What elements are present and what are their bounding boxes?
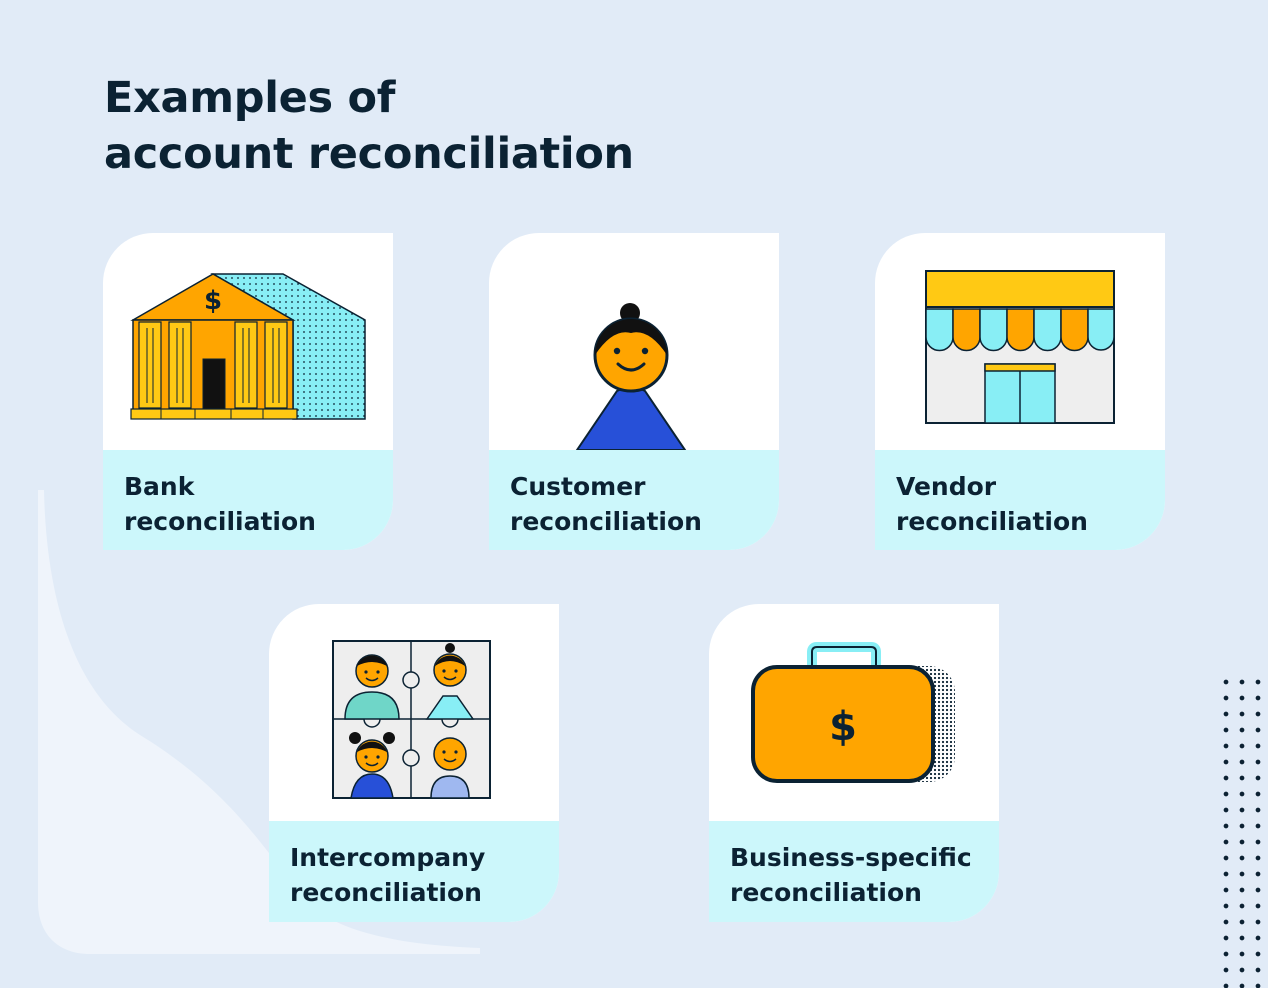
customer-label-line-2: reconciliation (510, 507, 702, 536)
bank-label: Bank reconciliation (103, 450, 393, 550)
business-specific-label-line-2: reconciliation (730, 878, 922, 907)
svg-text:$: $ (204, 286, 222, 316)
puzzle-team-illustration (332, 640, 491, 799)
svg-text:$: $ (829, 704, 857, 750)
bank-label-line-2: reconciliation (124, 507, 316, 536)
bank-building-icon: $ (103, 233, 393, 450)
dot-pattern (1218, 674, 1268, 988)
title-line-1: Examples of (104, 73, 396, 123)
page-title: Examples of account reconciliation (104, 70, 634, 182)
business-specific-label: Business-specific reconciliation (709, 821, 999, 922)
intercompany-label: Intercompany reconciliation (269, 821, 559, 922)
card-business-specific-reconciliation: $ Business-specific reconciliation (709, 604, 999, 922)
storefront-icon (875, 233, 1165, 450)
business-specific-label-line-1: Business-specific (730, 843, 972, 872)
card-vendor-reconciliation: Vendor reconciliation (875, 233, 1165, 550)
bank-label-line-1: Bank (124, 472, 195, 501)
customer-label: Customer reconciliation (489, 450, 779, 550)
vendor-label-line-1: Vendor (896, 472, 997, 501)
customer-person-illustration (575, 303, 687, 450)
customer-person-icon (489, 233, 779, 450)
money-briefcase-icon: $ (709, 604, 999, 821)
customer-label-line-1: Customer (510, 472, 646, 501)
vendor-label: Vendor reconciliation (875, 450, 1165, 550)
intercompany-label-line-1: Intercompany (290, 843, 486, 872)
vendor-label-line-2: reconciliation (896, 507, 1088, 536)
briefcase-illustration: $ (751, 642, 955, 783)
title-line-2: account reconciliation (104, 129, 634, 179)
bank-building-illustration: $ (130, 273, 366, 420)
puzzle-team-icon (269, 604, 559, 821)
storefront-illustration (925, 270, 1115, 424)
card-intercompany-reconciliation: Intercompany reconciliation (269, 604, 559, 922)
card-bank-reconciliation: $ Bank (103, 233, 393, 550)
intercompany-label-line-2: reconciliation (290, 878, 482, 907)
card-customer-reconciliation: Customer reconciliation (489, 233, 779, 550)
